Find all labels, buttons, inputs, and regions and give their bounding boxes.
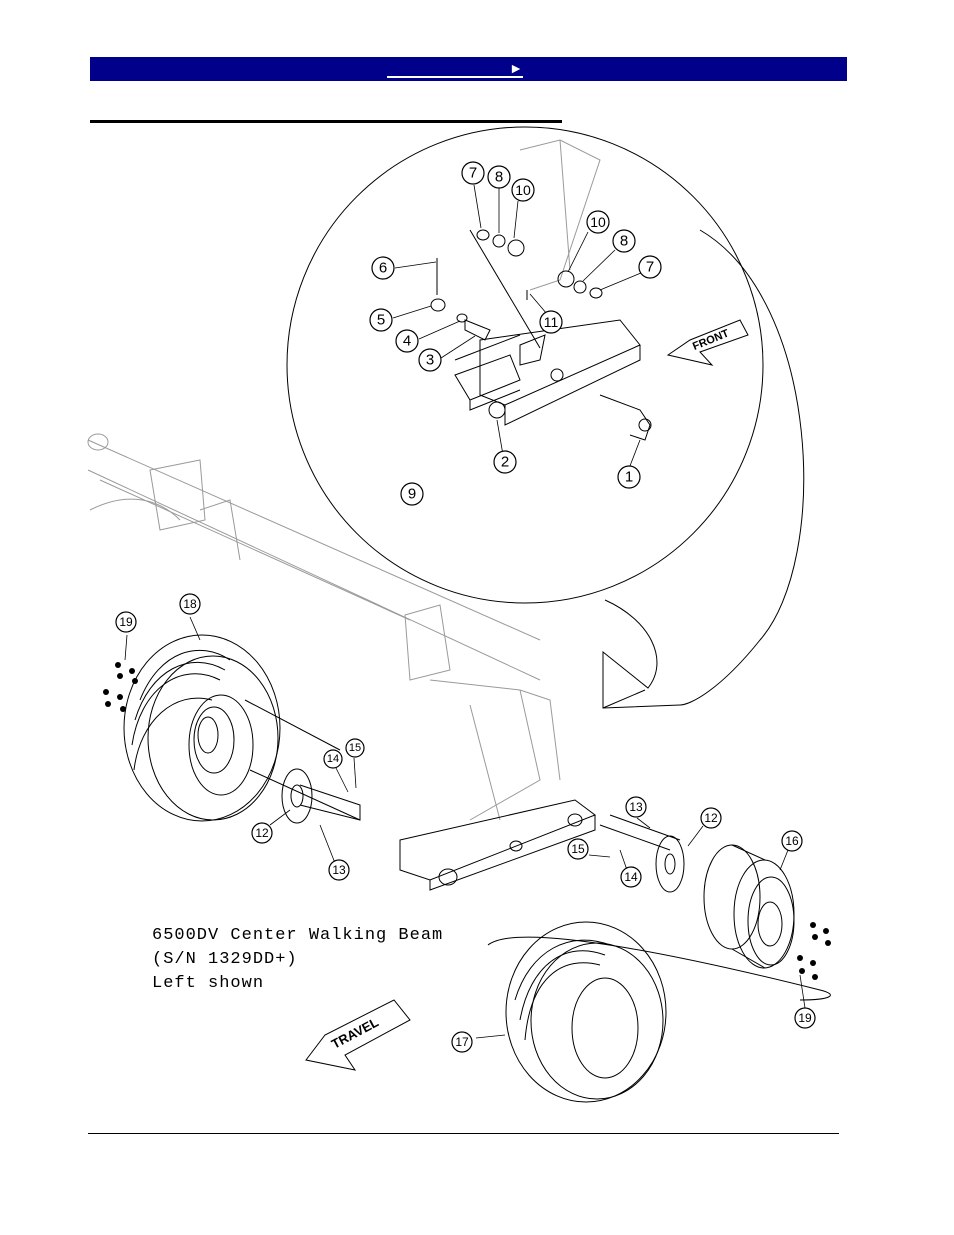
callout-8b: 8 bbox=[612, 229, 636, 253]
svg-text:12: 12 bbox=[255, 826, 269, 840]
svg-text:3: 3 bbox=[426, 352, 434, 369]
svg-text:19: 19 bbox=[119, 615, 133, 629]
lug-nuts-left bbox=[103, 662, 138, 712]
svg-text:14: 14 bbox=[327, 753, 339, 765]
svg-text:9: 9 bbox=[408, 486, 416, 503]
svg-text:7: 7 bbox=[646, 259, 654, 276]
svg-text:1: 1 bbox=[625, 469, 633, 486]
svg-text:11: 11 bbox=[544, 314, 559, 330]
svg-text:17: 17 bbox=[455, 1035, 469, 1049]
callout-4: 4 bbox=[395, 329, 419, 353]
lug-nuts-right bbox=[797, 922, 831, 980]
callout-5: 5 bbox=[369, 308, 393, 332]
svg-text:15: 15 bbox=[571, 842, 585, 856]
svg-text:18: 18 bbox=[183, 597, 197, 611]
callout-17: 17 bbox=[451, 1031, 473, 1053]
callout-1: 1 bbox=[617, 465, 641, 489]
svg-text:13: 13 bbox=[332, 863, 346, 877]
walking-beam-main bbox=[399, 799, 597, 891]
svg-text:8: 8 bbox=[620, 233, 628, 250]
leader-lines bbox=[124, 184, 806, 1039]
diagram-caption: 6500DV Center Walking Beam (S/N 1329DD+)… bbox=[152, 924, 443, 996]
callout-10a: 10 bbox=[511, 178, 535, 202]
callout-7b: 7 bbox=[638, 255, 662, 279]
detail-bubble bbox=[286, 126, 805, 709]
callout-14a: 14 bbox=[323, 749, 343, 769]
caption-line-serial: (S/N 1329DD+) bbox=[152, 950, 298, 969]
caption-line-side: Left shown bbox=[152, 974, 265, 993]
walking-beam-detail bbox=[430, 229, 652, 441]
left-wheel-assembly bbox=[123, 634, 361, 824]
callout-6: 6 bbox=[371, 256, 395, 280]
title-rule bbox=[90, 120, 562, 123]
callout-14b: 14 bbox=[620, 866, 642, 888]
right-wheel-assembly bbox=[487, 814, 831, 1103]
footer-rule bbox=[88, 1133, 839, 1134]
header-nav-link[interactable]: ► bbox=[387, 60, 523, 78]
travel-direction-arrow: TRAVEL bbox=[305, 999, 411, 1071]
svg-text:4: 4 bbox=[403, 333, 411, 350]
svg-text:8: 8 bbox=[495, 169, 503, 186]
callout-3: 3 bbox=[418, 348, 442, 372]
svg-text:12: 12 bbox=[704, 811, 718, 825]
callout-13b: 13 bbox=[625, 796, 647, 818]
svg-text:5: 5 bbox=[377, 312, 385, 329]
callout-18: 18 bbox=[179, 593, 201, 615]
svg-text:14: 14 bbox=[624, 870, 638, 884]
callout-8a: 8 bbox=[487, 165, 511, 189]
svg-text:6: 6 bbox=[379, 260, 387, 277]
callout-7a: 7 bbox=[461, 161, 485, 185]
svg-text:10: 10 bbox=[515, 182, 531, 198]
svg-text:7: 7 bbox=[469, 165, 477, 182]
next-page-arrow-icon[interactable]: ► bbox=[509, 60, 523, 76]
callout-19b: 19 bbox=[794, 1007, 816, 1029]
svg-text:10: 10 bbox=[590, 214, 606, 230]
svg-text:13: 13 bbox=[629, 800, 643, 814]
callout-19a: 19 bbox=[115, 611, 137, 633]
svg-text:15: 15 bbox=[349, 742, 361, 754]
svg-text:16: 16 bbox=[785, 834, 799, 848]
callout-16: 16 bbox=[781, 830, 803, 852]
callout-12b: 12 bbox=[700, 807, 722, 829]
background-frame-ghost bbox=[87, 139, 601, 821]
callout-11: 11 bbox=[539, 310, 563, 334]
callout-10b: 10 bbox=[586, 210, 610, 234]
front-direction-arrow: FRONT bbox=[666, 319, 749, 366]
callout-2: 2 bbox=[493, 450, 517, 474]
svg-text:19: 19 bbox=[798, 1011, 812, 1025]
callout-12a: 12 bbox=[251, 822, 273, 844]
callout-15a: 15 bbox=[345, 738, 365, 758]
caption-line-model: 6500DV Center Walking Beam bbox=[152, 926, 444, 945]
callout-13a: 13 bbox=[328, 859, 350, 881]
svg-text:2: 2 bbox=[501, 454, 509, 471]
callout-15b: 15 bbox=[567, 838, 589, 860]
callout-9: 9 bbox=[400, 482, 424, 506]
